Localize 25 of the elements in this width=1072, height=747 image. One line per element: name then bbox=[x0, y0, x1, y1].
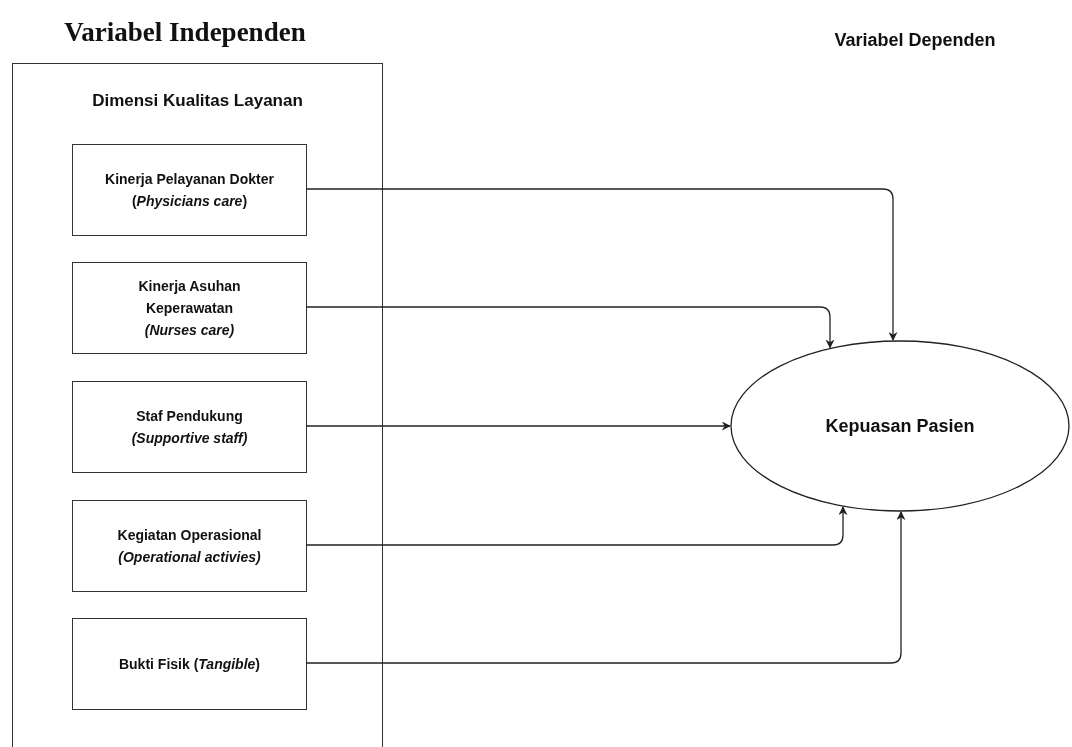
dimension-box bbox=[72, 500, 307, 592]
dimension-label: Kinerja Asuhan Keperawatan bbox=[137, 277, 242, 318]
group-box bbox=[12, 63, 383, 747]
ellipse-node bbox=[730, 340, 1070, 512]
dimension-subtitle: (Physicians care) bbox=[131, 192, 248, 211]
node-label: Kepuasan Pasien bbox=[825, 415, 975, 437]
dimension-subtitle: (Nurses care) bbox=[144, 321, 235, 340]
column-heading: Variabel Independen bbox=[63, 16, 307, 49]
dimension-label: Kegiatan Operasional bbox=[117, 526, 262, 545]
column-heading: Variabel Dependen bbox=[833, 29, 997, 52]
dimension-subtitle: (Supportive staff) bbox=[131, 429, 248, 448]
dimension-label: Staf Pendukung bbox=[136, 407, 243, 426]
dimension-box bbox=[72, 262, 307, 354]
dimension-box bbox=[72, 618, 307, 710]
arrow bbox=[305, 306, 835, 349]
dimension-subtitle: (Operational activies) bbox=[118, 548, 261, 567]
dimension-box bbox=[72, 381, 307, 473]
arrow bbox=[305, 511, 906, 664]
arrow bbox=[305, 421, 731, 431]
dimension-label: Bukti Fisik (Tangible) bbox=[118, 655, 261, 674]
dimension-label: Kinerja Pelayanan Dokter bbox=[105, 170, 274, 189]
arrow bbox=[305, 506, 848, 546]
dimension-box bbox=[72, 144, 307, 236]
arrow bbox=[305, 188, 898, 341]
group-heading: Dimensi Kualitas Layanan bbox=[91, 90, 304, 112]
